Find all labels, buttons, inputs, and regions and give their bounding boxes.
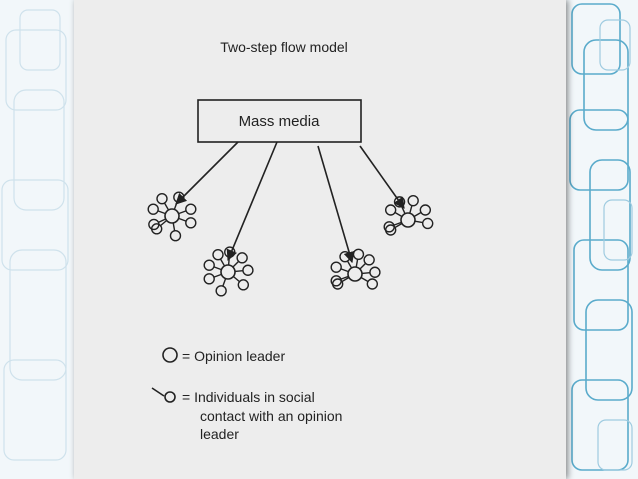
individual-node	[339, 250, 351, 263]
individual-node	[156, 192, 168, 205]
individual-legend-icon	[151, 387, 165, 397]
contact-link	[393, 221, 402, 226]
contact-link	[178, 217, 187, 222]
contact-link	[222, 278, 227, 287]
arrow-1	[175, 141, 239, 205]
contact-link	[359, 262, 367, 270]
contact-link	[213, 273, 222, 278]
opinion-leader-cluster	[203, 246, 254, 297]
contact-link	[413, 211, 422, 218]
individual-node	[369, 266, 381, 278]
individual-node	[384, 204, 397, 216]
contact-link	[232, 260, 240, 268]
contact-link	[414, 220, 423, 224]
contact-link	[360, 276, 369, 283]
individual-node	[242, 264, 254, 276]
individual-node	[150, 223, 163, 235]
contact-link	[340, 268, 349, 273]
individual-node	[352, 248, 365, 261]
contact-link	[394, 222, 403, 229]
contact-link	[160, 219, 168, 227]
individual-node	[407, 194, 419, 207]
opinion-leader-cluster	[330, 248, 381, 290]
mass-media-box	[197, 99, 362, 143]
legend-individuals-line3: leader	[200, 426, 239, 442]
opinion-leader-cluster	[147, 191, 197, 242]
contact-link	[213, 266, 222, 271]
arrow-2	[226, 141, 278, 262]
contact-link	[346, 260, 353, 269]
individual-node	[147, 203, 159, 215]
individual-node	[212, 248, 224, 261]
contact-link	[227, 256, 231, 266]
contact-link	[232, 275, 240, 283]
contact-link	[355, 259, 359, 268]
arrow-4	[359, 145, 405, 209]
diagram-title: Two-step flow model	[220, 39, 348, 55]
contact-link	[234, 269, 244, 273]
legend-individuals-line2: contact with an opinion	[200, 408, 342, 424]
individual-node	[366, 278, 379, 290]
contact-link	[157, 210, 166, 215]
contact-link	[178, 210, 187, 215]
individual-legend-circle-icon	[164, 391, 176, 403]
contact-link	[394, 211, 403, 218]
contact-link	[409, 205, 413, 214]
contact-link	[158, 218, 166, 223]
opinion-leader-node	[400, 212, 416, 228]
individual-node	[203, 259, 215, 271]
individual-node	[330, 261, 342, 273]
individual-node	[363, 254, 375, 266]
individual-node	[421, 217, 434, 230]
legend-individuals-line1: = Individuals in social	[182, 389, 315, 405]
opinion-leader-node	[220, 264, 236, 280]
individual-node	[203, 273, 215, 285]
opinion-leader-legend-icon	[162, 347, 178, 363]
individual-node	[185, 217, 197, 229]
individual-node	[236, 252, 248, 264]
legend-opinion-leader: = Opinion leader	[182, 348, 285, 364]
individual-node	[393, 196, 406, 208]
mass-media-label: Mass media	[239, 113, 321, 130]
contact-link	[172, 222, 176, 231]
individual-node	[237, 279, 250, 291]
contact-link	[361, 271, 371, 275]
individual-node	[384, 224, 397, 236]
individual-node	[419, 204, 432, 216]
individual-node	[331, 278, 344, 290]
individual-node	[215, 285, 227, 297]
contact-link	[163, 202, 170, 211]
contact-link	[340, 275, 349, 280]
contact-link	[341, 276, 350, 283]
contact-link	[401, 206, 406, 214]
arrow-3	[317, 145, 355, 264]
individual-node	[185, 203, 197, 215]
opinion-leader-node	[347, 266, 363, 282]
individual-node	[224, 246, 236, 258]
individual-node	[169, 229, 182, 242]
individual-node	[173, 191, 185, 203]
scanned-page	[74, 0, 566, 479]
contact-link	[173, 201, 178, 210]
opinion-leader-clusters	[147, 191, 434, 297]
opinion-leader-node	[164, 208, 180, 224]
contact-link	[219, 258, 226, 267]
opinion-leader-cluster	[383, 194, 434, 236]
